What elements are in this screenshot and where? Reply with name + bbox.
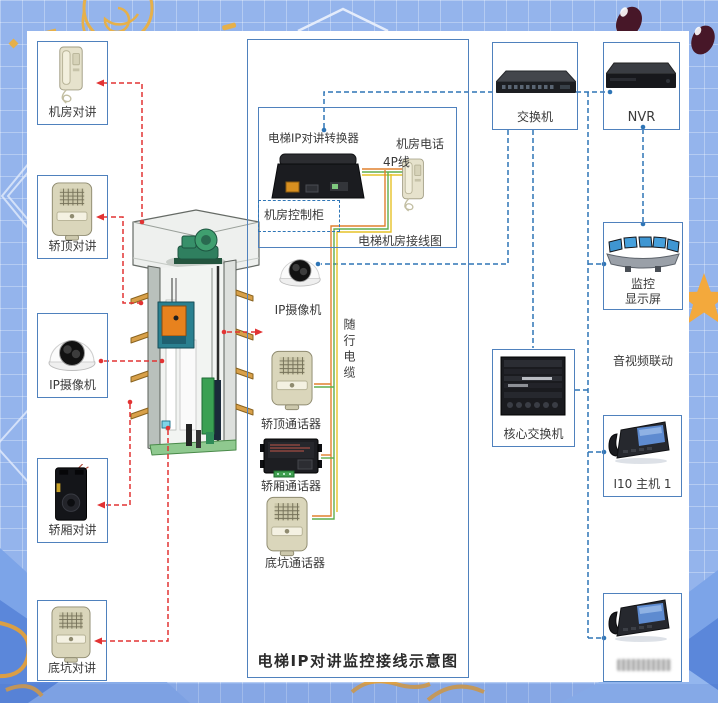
diagram-title: 电梯IP对讲监控接线示意图	[257, 652, 459, 670]
machine-room-wiring-box	[258, 107, 457, 248]
converter-label: 电梯IP对讲转换器	[268, 131, 359, 145]
machine-room-intercom-box: 机房对讲	[37, 41, 108, 125]
pit-intercom-label: 底坑对讲	[47, 661, 96, 675]
traveling-cable-label: 随行电缆	[342, 318, 356, 382]
i10-host-box: I10 主机 1	[603, 415, 682, 497]
car-top-talker-label: 轿顶通话器	[260, 417, 321, 431]
cabin-intercom-label: 轿厢对讲	[48, 523, 97, 537]
4p-cable-label: 4P线	[383, 155, 410, 169]
gold-diamond-decoration	[8, 38, 19, 49]
monitor-display-label: 监控 显示屏	[604, 277, 682, 306]
triangle-outline-decoration	[297, 7, 389, 33]
blurred-watermark	[617, 659, 671, 671]
car-top-intercom-label: 轿顶对讲	[48, 239, 97, 253]
traveling-cable-wires	[312, 168, 404, 520]
monitor-label-line1: 监控	[630, 277, 655, 292]
elevator-shaft-illustration	[130, 209, 260, 456]
core-switch-box: 核心交换机	[492, 349, 575, 447]
machine-room-phone-label: 机房电话	[396, 137, 445, 151]
av-linkage-label: 音视频联动	[612, 354, 673, 368]
pit-talker-label: 底坑通话器	[264, 556, 325, 570]
ip-camera-box: IP摄像机	[37, 313, 108, 398]
cabin-intercom-box: 轿厢对讲	[37, 458, 108, 543]
star-decoration	[677, 273, 718, 324]
monitor-display-box: 监控 显示屏	[603, 222, 683, 310]
shaft-camera-label: IP摄像机	[274, 303, 322, 317]
switch-label: 交换机	[516, 110, 553, 124]
ip-converter-icon	[271, 153, 365, 199]
monitor-label-line2: 显示屏	[624, 291, 661, 306]
bottom-phone-box	[603, 593, 682, 682]
car-talker-label: 轿厢通话器	[260, 479, 321, 493]
ip-camera-label: IP摄像机	[49, 378, 96, 392]
core-switch-label: 核心交换机	[503, 427, 564, 441]
bottom-band	[0, 684, 718, 703]
control-cabinet-label: 机房控制柜	[264, 208, 325, 222]
nvr-label: NVR	[627, 110, 656, 125]
i10-host-label: I10 主机 1	[613, 477, 672, 491]
switch-box: 交换机	[492, 42, 578, 130]
machine-room-intercom-label: 机房对讲	[48, 105, 97, 119]
central-panel	[247, 39, 469, 678]
connector-endpoints	[94, 79, 646, 645]
pit-intercom-box: 底坑对讲	[37, 600, 107, 681]
egg-dots-decoration	[616, 6, 715, 55]
intercom-connection-lines	[99, 82, 256, 642]
machine-room-wiring-caption: 电梯机房接线图	[358, 234, 443, 248]
chevron-decoration	[0, 151, 39, 485]
car-top-intercom-box: 轿顶对讲	[37, 175, 108, 259]
gold-dash-decoration	[222, 22, 237, 31]
control-cabinet-dashed-box: 机房控制柜	[258, 200, 340, 232]
nvr-box: NVR	[603, 42, 680, 130]
diagram-canvas	[27, 31, 689, 682]
